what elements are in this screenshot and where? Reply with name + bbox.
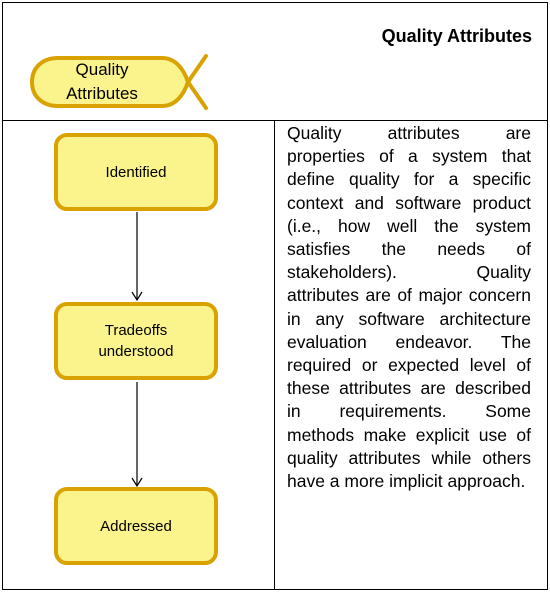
fish-label: Quality Attributes [36,58,168,106]
state-identified: Identified [54,133,218,211]
header-divider [2,120,548,121]
fish-tail-lower [186,80,208,110]
state-addressed: Addressed [54,487,218,565]
arrowhead-2 [131,477,143,488]
fish-shape-icon [29,56,191,108]
column-divider [274,120,275,590]
arrowhead-1 [131,291,143,302]
state-addressed-label: Addressed [100,517,172,535]
state-tradeoffs-understood: Tradeoffs understood [54,302,218,380]
state-tradeoffs-label-line2: understood [98,343,174,360]
fish-tail-upper [186,54,208,84]
state-tradeoffs-label-line1: Tradeoffs [104,322,168,339]
state-identified-label: Identified [105,163,167,181]
description-text: Quality attributes are properties of a s… [287,123,531,492]
fish-label-line2: Attributes [66,84,138,103]
page-title: Quality Attributes [381,26,532,46]
fish-label-line1: Quality [75,60,129,79]
